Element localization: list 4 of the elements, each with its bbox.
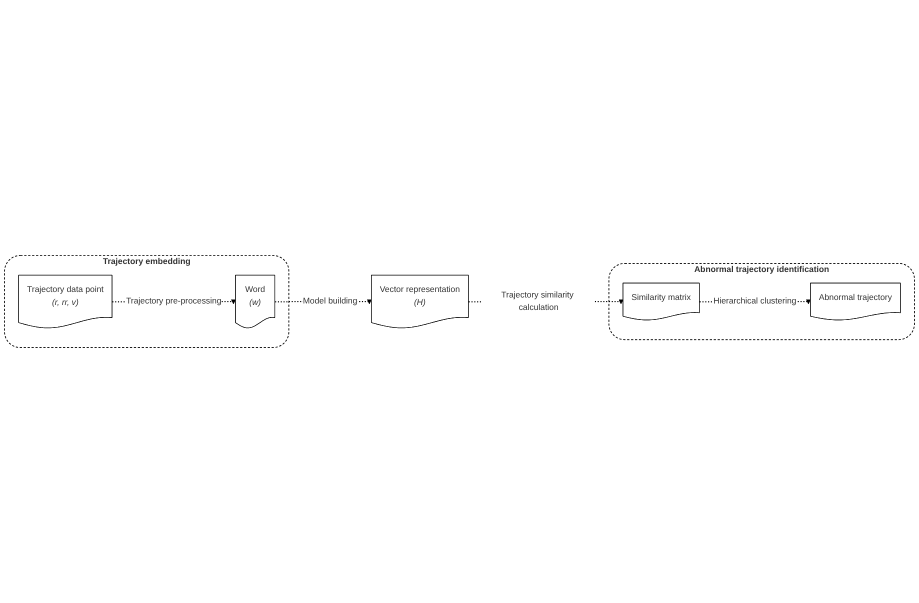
- edge-label: Trajectory pre-processing: [126, 296, 222, 306]
- edge-label: Model building: [302, 296, 358, 306]
- edge-label: Trajectory similarity calculation: [501, 290, 574, 312]
- edge-label: Hierarchical clustering: [713, 296, 796, 306]
